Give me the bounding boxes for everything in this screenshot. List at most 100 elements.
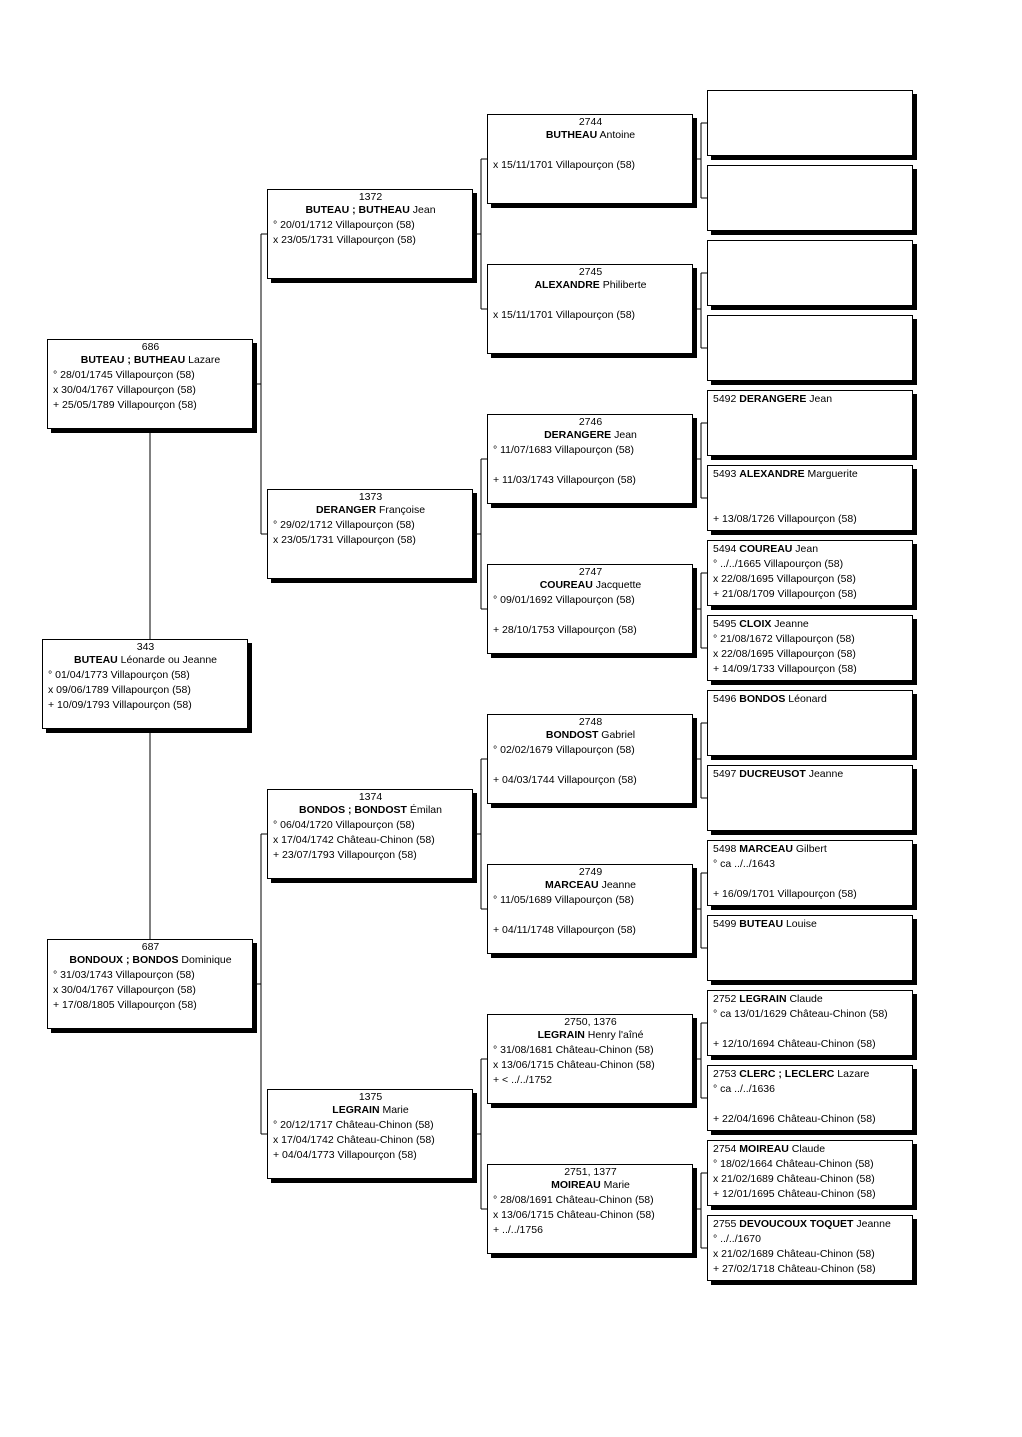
person-given-name: Jean — [412, 204, 436, 216]
person-given-name: Lazare — [188, 354, 221, 366]
empty-person-box[interactable] — [707, 90, 913, 156]
person-event-line: ° ../../1665 Villapourçon (58) — [713, 558, 844, 570]
person-event-line: ° 29/02/1712 Villapourçon (58) — [273, 519, 415, 531]
person-box-5494[interactable]: 5494 COUREAU Jean° ../../1665 Villapourç… — [707, 540, 913, 606]
person-event-line: + 16/09/1701 Villapourçon (58) — [713, 888, 857, 900]
person-name-line: BUTEAU ; BUTHEAU Jean — [273, 203, 468, 218]
person-number: 5493 — [713, 468, 737, 480]
person-event-line — [713, 1097, 908, 1112]
person-event-line — [713, 872, 908, 887]
person-event-line — [713, 482, 908, 497]
person-number: 2747 — [578, 566, 603, 578]
person-number: 2752 — [713, 993, 737, 1005]
person-event-line: + 17/08/1805 Villapourçon (58) — [53, 999, 197, 1011]
person-box-5495[interactable]: 5495 CLOIX Jeanne° 21/08/1672 Villapourç… — [707, 615, 913, 681]
person-name-line: 5495 CLOIX Jeanne — [713, 617, 908, 632]
person-box-2754[interactable]: 2754 MOIREAU Claude° 18/02/1664 Château-… — [707, 1140, 913, 1206]
person-name-line: 2752 LEGRAIN Claude — [713, 992, 908, 1007]
person-number: 5492 — [713, 393, 737, 405]
person-box-5497[interactable]: 5497 DUCREUSOT Jeanne — [707, 765, 913, 831]
person-given-name: Antoine — [599, 129, 636, 141]
person-number: 2746 — [578, 416, 603, 428]
person-number: 2754 — [713, 1143, 737, 1155]
person-event-line: x 23/05/1731 Villapourçon (58) — [273, 234, 416, 246]
person-event-line — [493, 293, 688, 308]
person-name-line: MARCEAU Jeanne — [493, 878, 688, 893]
person-number: 2749 — [578, 866, 603, 878]
person-given-name: Jeanne — [808, 768, 844, 780]
person-number: 1374 — [358, 791, 383, 803]
person-given-name: Jean — [614, 429, 637, 441]
person-box-5496[interactable]: 5496 BONDOS Léonard — [707, 690, 913, 756]
person-name-line: 2754 MOIREAU Claude — [713, 1142, 908, 1157]
empty-person-box[interactable] — [707, 315, 913, 381]
person-event-line: ° 11/05/1689 Villapourçon (58) — [493, 894, 634, 906]
person-event-line: ° 28/08/1691 Château-Chinon (58) — [493, 1194, 654, 1206]
person-surname: LEGRAIN — [332, 1104, 380, 1116]
person-given-name: Gilbert — [795, 843, 827, 855]
person-event-line: ° 01/04/1773 Villapourçon (58) — [48, 669, 190, 681]
person-name-line: 5493 ALEXANDRE Marguerite — [713, 467, 908, 482]
person-event-line: + 28/10/1753 Villapourçon (58) — [493, 624, 637, 636]
person-event-line: ° 02/02/1679 Villapourçon (58) — [493, 744, 635, 756]
person-given-name: Jeanne — [774, 618, 809, 630]
person-name-line: LEGRAIN Henry l'aîné — [493, 1028, 688, 1043]
empty-person-box[interactable] — [707, 240, 913, 306]
person-box-5493[interactable]: 5493 ALEXANDRE Marguerite + 13/08/1726 V… — [707, 465, 913, 531]
person-event-line: x 17/04/1742 Château-Chinon (58) — [273, 834, 435, 846]
person-event-line: x 23/05/1731 Villapourçon (58) — [273, 534, 416, 546]
person-given-name: Gabriel — [601, 729, 636, 741]
person-event-line — [493, 908, 688, 923]
person-number: 2755 — [713, 1218, 737, 1230]
person-given-name: Claude — [791, 1143, 826, 1155]
person-event-line: ° 06/04/1720 Villapourçon (58) — [273, 819, 415, 831]
person-event-line: ° 20/01/1712 Villapourçon (58) — [273, 219, 415, 231]
person-surname: BUTEAU — [739, 918, 784, 930]
person-name-line: BUTHEAU Antoine — [493, 128, 688, 143]
person-surname: MARCEAU — [544, 879, 599, 891]
person-event-line: + 14/09/1733 Villapourçon (58) — [713, 663, 857, 675]
person-box-2753[interactable]: 2753 CLERC ; LECLERC Lazare° ca ../../16… — [707, 1065, 913, 1131]
person-box-2755[interactable]: 2755 DEVOUCOUX TOQUET Jeanne° ../../1670… — [707, 1215, 913, 1281]
person-event-line: x 22/08/1695 Villapourçon (58) — [713, 648, 856, 660]
person-name-line: DERANGER Françoise — [273, 503, 468, 518]
person-box-5499[interactable]: 5499 BUTEAU Louise — [707, 915, 913, 981]
person-number: 2753 — [713, 1068, 737, 1080]
person-event-line: + 04/11/1748 Villapourçon (58) — [493, 924, 636, 936]
empty-person-box[interactable] — [707, 165, 913, 231]
person-given-name: Dominique — [181, 954, 232, 966]
person-event-line: ° ca ../../1643 — [713, 858, 775, 870]
person-number: 5497 — [713, 768, 737, 780]
person-box-5498[interactable]: 5498 MARCEAU Gilbert° ca ../../1643 + 16… — [707, 840, 913, 906]
person-given-name: Claude — [789, 993, 823, 1005]
person-number: 2751, 1377 — [564, 1166, 617, 1178]
person-box-2752[interactable]: 2752 LEGRAIN Claude° ca 13/01/1629 Châte… — [707, 990, 913, 1056]
person-box-5492[interactable]: 5492 DERANGERE Jean — [707, 390, 913, 456]
person-given-name: Marie — [603, 1179, 630, 1191]
person-event-line: + 25/05/1789 Villapourçon (58) — [53, 399, 197, 411]
person-surname: COUREAU — [539, 579, 593, 591]
person-event-line: x 15/11/1701 Villapourçon (58) — [493, 159, 636, 171]
person-surname: LEGRAIN — [537, 1029, 585, 1041]
person-event-line: ° ca 13/01/1629 Château-Chinon (58) — [713, 1008, 888, 1020]
person-event-line — [493, 608, 688, 623]
person-name-line: 5498 MARCEAU Gilbert — [713, 842, 908, 857]
person-event-line: ° 09/01/1692 Villapourçon (58) — [493, 594, 635, 606]
person-number: 2744 — [578, 116, 603, 128]
